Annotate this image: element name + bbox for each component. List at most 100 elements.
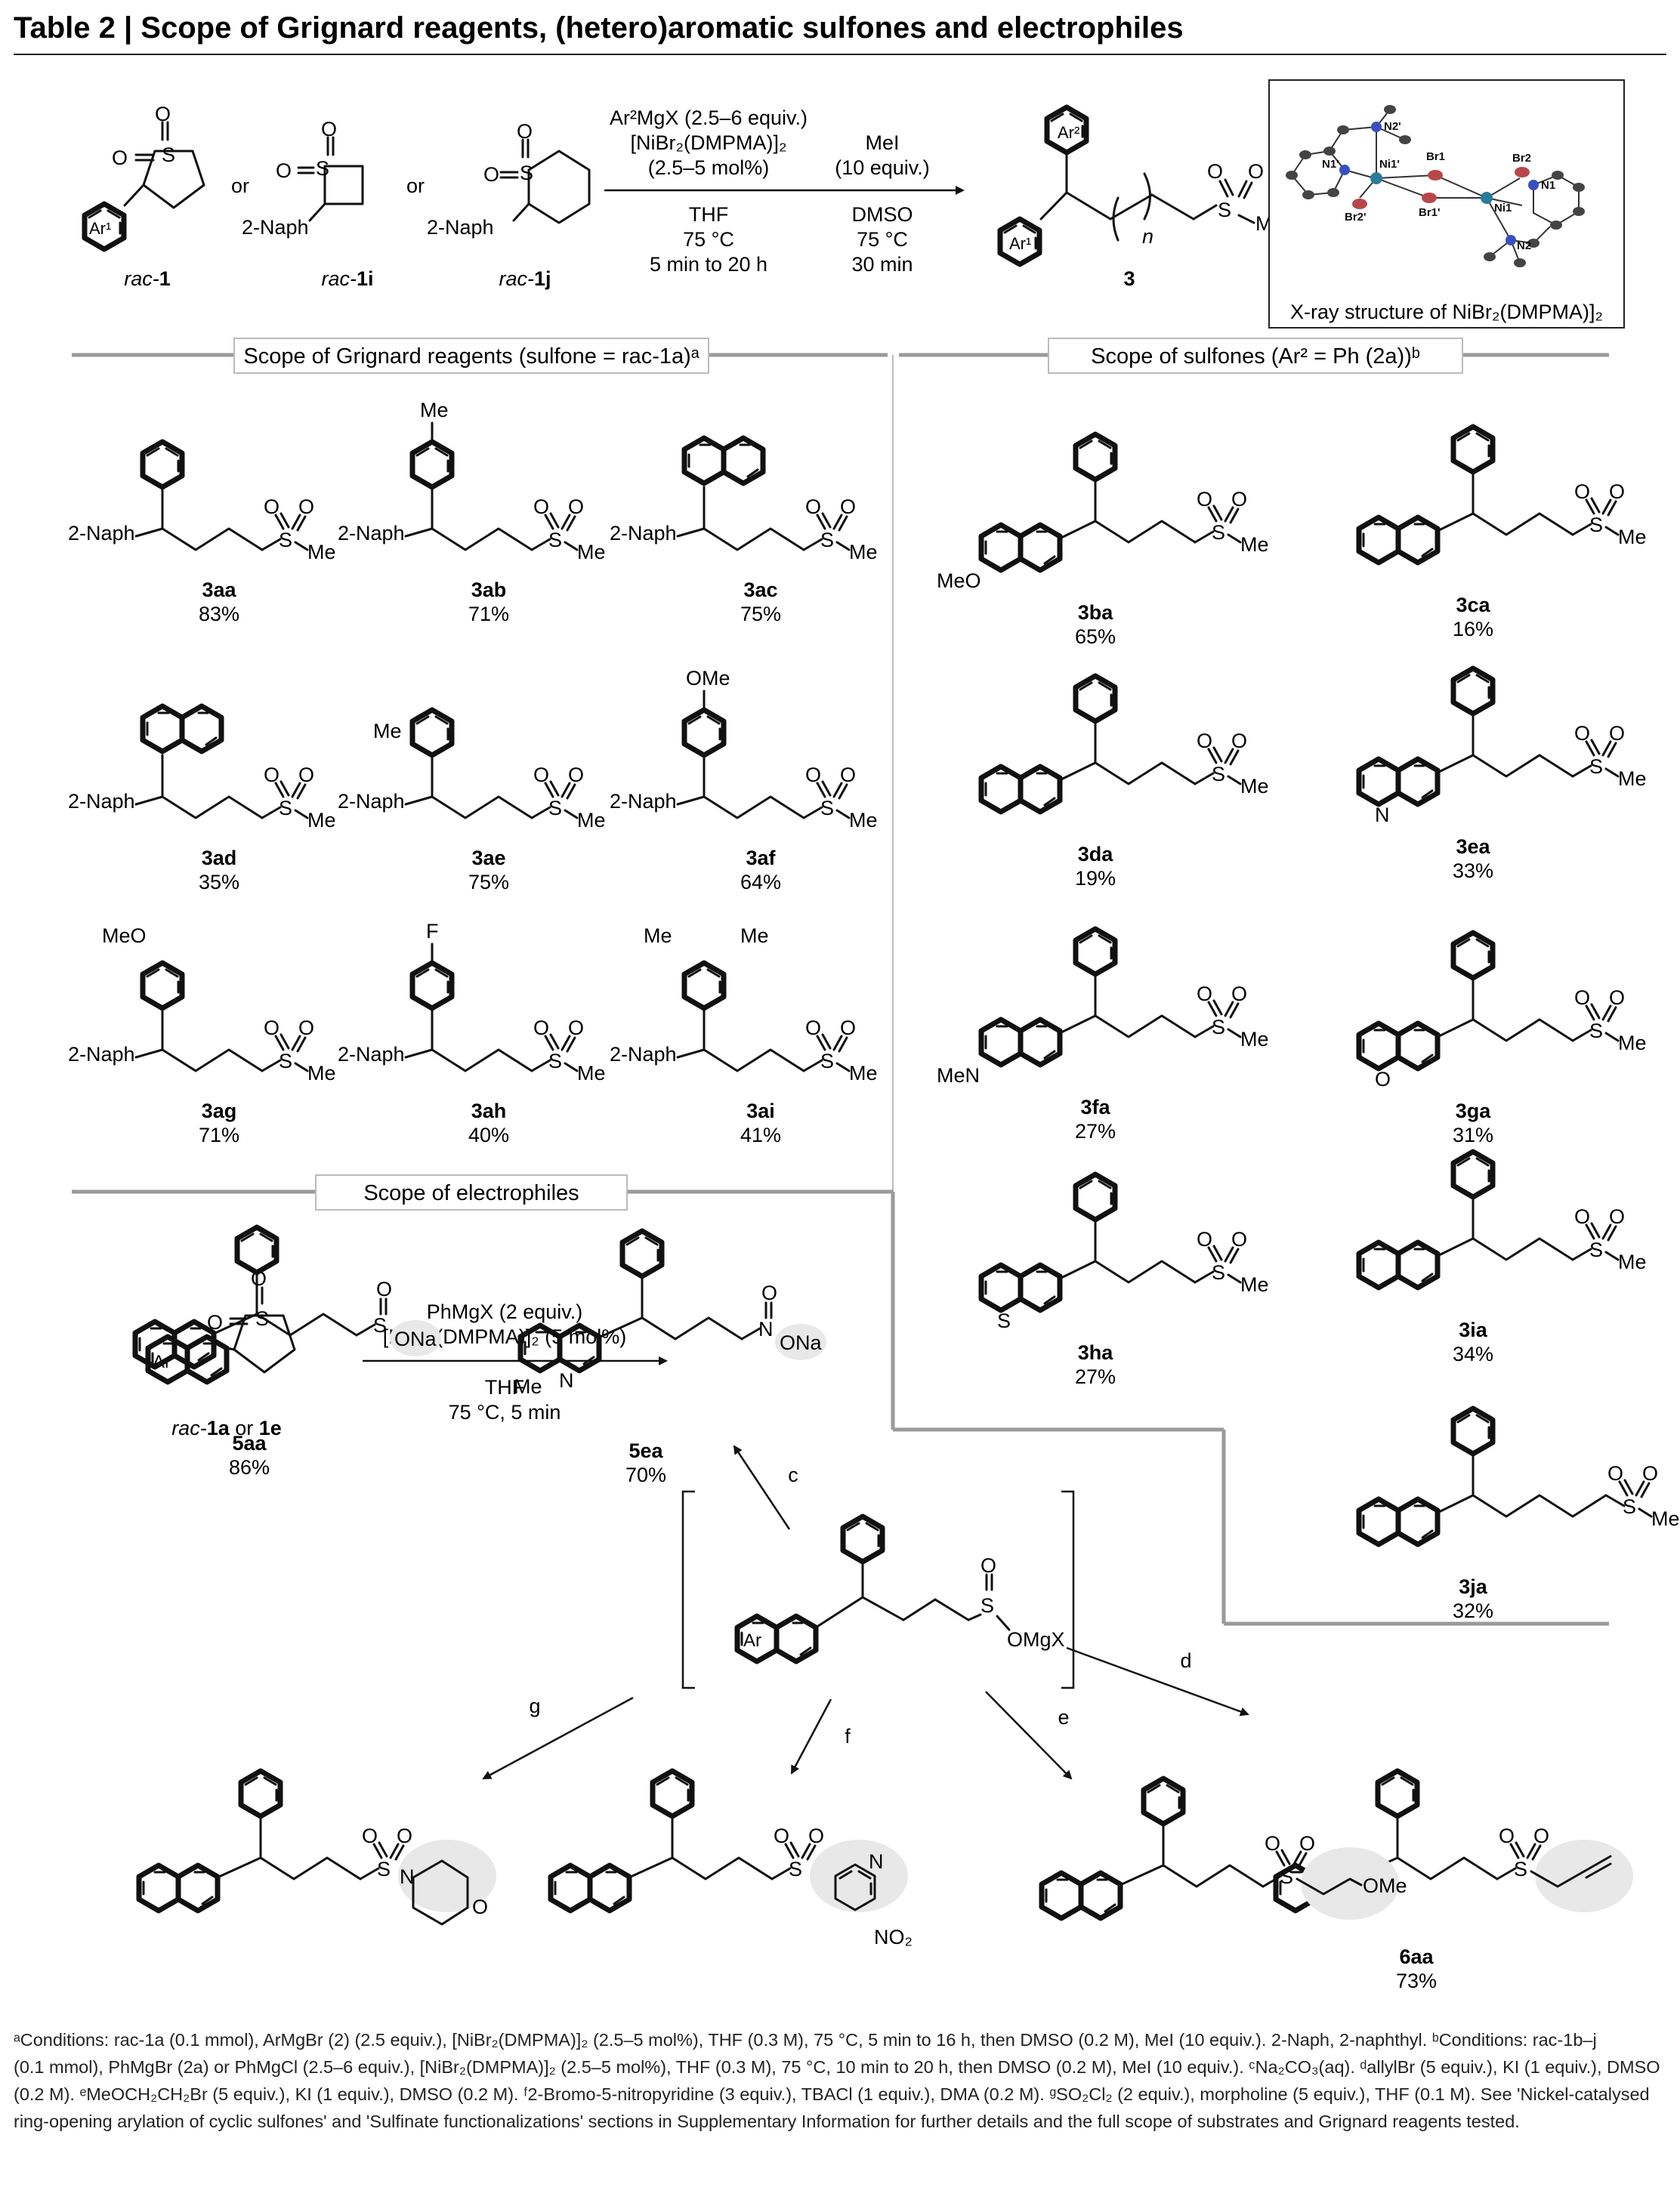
- sulfur-atom: S: [820, 529, 834, 551]
- oxygen-atom: O: [1574, 1205, 1590, 1228]
- svg-text:THF: THF: [689, 203, 728, 226]
- naphthyl-label: 2-Naph: [610, 790, 677, 813]
- svg-text:O: O: [276, 159, 292, 182]
- naphthyl-label: 2-Naph: [338, 790, 405, 813]
- oxygen-atom: O: [1231, 1228, 1247, 1251]
- substituent-label: Me: [644, 924, 672, 947]
- substituent-label: F: [426, 920, 439, 942]
- svg-text:Br2': Br2': [1345, 211, 1367, 224]
- compound-code: 6aa: [1399, 1945, 1434, 1968]
- methyl-label: Me: [307, 1062, 336, 1084]
- sulfur-atom: S: [1212, 1261, 1225, 1284]
- oxygen-atom: O: [1609, 986, 1625, 1009]
- oxygen-atom: O: [1533, 1825, 1549, 1847]
- oxygen-atom: O: [808, 1825, 824, 1847]
- oxygen-atom: O: [840, 1017, 856, 1039]
- oxygen-atom: O: [805, 1017, 821, 1039]
- methyl-label: Me: [1240, 533, 1269, 556]
- compound-code: 3ba: [1078, 601, 1114, 624]
- compound-yield: 27%: [1075, 1365, 1116, 1388]
- svg-text:DMSO: DMSO: [852, 203, 913, 226]
- counterion-label: ONa: [780, 1331, 823, 1354]
- svg-text:O: O: [1207, 160, 1223, 183]
- methyl-label: Me: [577, 1062, 606, 1084]
- substituent-label: MeO: [102, 924, 147, 947]
- compound-code: 3da: [1078, 843, 1114, 865]
- oxygen-atom: O: [533, 1017, 549, 1039]
- compound-yield: 32%: [1453, 1600, 1493, 1622]
- svg-text:rac-1j: rac-1j: [499, 267, 551, 290]
- svg-text:O: O: [112, 147, 128, 169]
- methyl-label: Me: [1618, 1032, 1647, 1054]
- footnote-line: (0.1 mmol), PhMgBr (2a) or PhMgCl (2.5–6…: [14, 2057, 1660, 2077]
- compound-code: 5aa: [232, 1432, 267, 1455]
- oxygen-atom: O: [472, 1896, 488, 1918]
- svg-text:O: O: [1248, 160, 1264, 183]
- svg-text:N2': N2': [1384, 120, 1401, 133]
- svg-text:Br1': Br1': [1419, 206, 1441, 219]
- svg-text:[NiBr₂(DMPMA)]₂: [NiBr₂(DMPMA)]₂: [631, 131, 787, 154]
- compound-code: 3aa: [202, 578, 236, 601]
- sulfur-atom: S: [279, 529, 292, 551]
- heteroatom-label: O: [1375, 1068, 1391, 1091]
- naphthyl-label: 2-Naph: [68, 522, 135, 545]
- svg-text:(2.5–5 mol%): (2.5–5 mol%): [648, 156, 770, 179]
- oxygen-atom: O: [533, 764, 549, 786]
- sulfur-atom: S: [1589, 1020, 1603, 1042]
- svg-text:5 min to 20 h: 5 min to 20 h: [650, 253, 767, 276]
- substituent-label: OMe: [686, 667, 730, 690]
- sulfur-atom: S: [377, 1858, 391, 1880]
- compound-code: 3ac: [743, 578, 777, 601]
- methoxy-label: OMe: [1363, 1874, 1407, 1897]
- oxygen-atom: O: [840, 495, 856, 518]
- compound-yield: 31%: [1453, 1124, 1493, 1146]
- compound-code: 3ea: [1456, 835, 1490, 858]
- footnote-line: (0.2 M). ᵉMeOCH₂CH₂Br (5 equiv.), KI (1 …: [14, 2084, 1650, 2104]
- reactant-rac-1: S O O Ar¹ rac-1: [85, 103, 205, 290]
- compound-code: 3ai: [746, 1100, 775, 1122]
- sulfur-atom: S: [1514, 1858, 1527, 1880]
- sulfinate-intermediate: Ar S O OMgX: [681, 1490, 1075, 1689]
- methyl-label: Me: [514, 1375, 542, 1398]
- svg-text:N1: N1: [1541, 179, 1555, 192]
- oxygen-atom: O: [1609, 480, 1625, 503]
- sulfur-atom: S: [1212, 1016, 1225, 1038]
- methyl-label: Me: [849, 809, 878, 831]
- compound-code: 3ah: [471, 1100, 507, 1122]
- reactant-label: rac-1: [124, 267, 171, 290]
- svg-text:S: S: [981, 1594, 994, 1617]
- oxygen-atom: O: [1607, 1462, 1623, 1485]
- naphthyl-label: 2-Naph: [338, 522, 405, 545]
- electrophile-start-material: Ar S O O rac-1a or 1e: [148, 1267, 296, 1439]
- compound-code: 3ha: [1078, 1341, 1114, 1364]
- oxygen-atom: O: [1231, 730, 1247, 752]
- sulfur-atom: S: [1589, 755, 1603, 778]
- svg-text:rac-1a or 1e: rac-1a or 1e: [171, 1417, 282, 1439]
- methyl-label: Me: [1240, 1273, 1269, 1296]
- oxygen-atom: O: [805, 764, 821, 786]
- compound-code: 3ja: [1459, 1575, 1488, 1598]
- sulfur-atom: S: [1212, 521, 1225, 544]
- compound-yield: 27%: [1075, 1120, 1116, 1143]
- oxygen-atom: O: [397, 1825, 412, 1847]
- oxygen-atom: O: [298, 764, 314, 786]
- svg-text:N2: N2: [1517, 239, 1531, 252]
- oxygen-atom: O: [264, 764, 279, 786]
- svg-text:O: O: [321, 118, 337, 140]
- sulfur-atom: S: [279, 1050, 292, 1072]
- oxygen-atom: O: [1642, 1462, 1658, 1485]
- compound-code: 3ag: [202, 1100, 237, 1122]
- compound-yield: 86%: [229, 1456, 270, 1479]
- compound-code: 3ad: [202, 847, 237, 869]
- svg-text:Ni1': Ni1': [1379, 158, 1400, 171]
- compound-code: 3ga: [1456, 1100, 1492, 1122]
- svg-text:S: S: [520, 162, 533, 184]
